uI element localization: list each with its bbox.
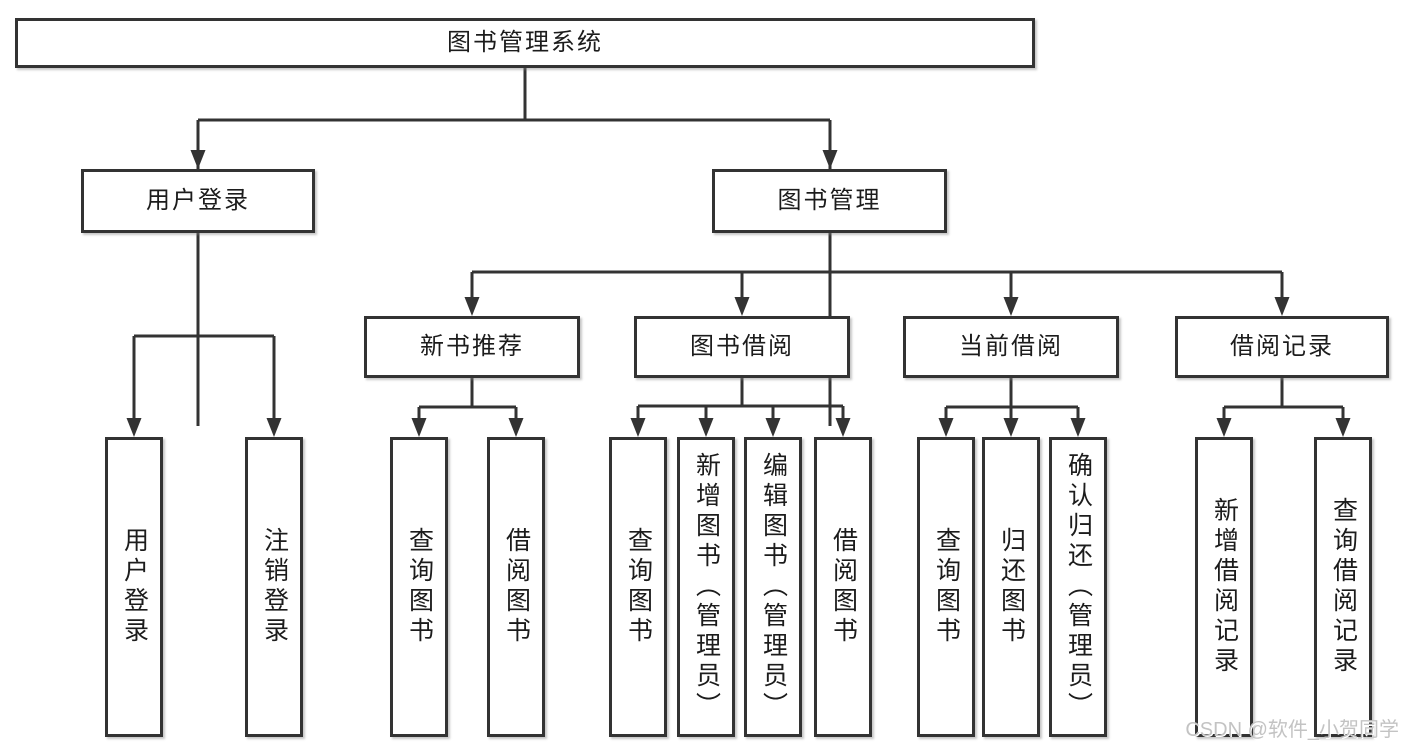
leaf-query-books: 查询图书 [390, 437, 448, 737]
leaf-label: 新增借阅记录 [1210, 497, 1239, 677]
leaf-label: 注销登录 [260, 527, 289, 647]
node-label: 用户登录 [146, 187, 250, 214]
leaf-label: 确认归还（管理员） [1064, 452, 1093, 722]
leaf-label: 查询借阅记录 [1329, 497, 1358, 677]
leaf-query-books: 查询图书 [609, 437, 667, 737]
csdn-watermark: CSDN @软件_小贺同学 [1185, 719, 1399, 741]
leaf-edit-books-admin: 编辑图书（管理员） [744, 437, 802, 737]
node-book-management: 图书管理 [712, 169, 947, 233]
leaf-label: 用户登录 [120, 527, 149, 647]
leaf-label: 查询图书 [405, 527, 434, 647]
node-label: 图书借阅 [690, 333, 794, 360]
node-library-management-system: 图书管理系统 [15, 18, 1035, 68]
leaf-label: 查询图书 [932, 527, 961, 647]
leaf-borrow-books: 借阅图书 [814, 437, 872, 737]
node-label: 当前借阅 [959, 333, 1063, 360]
node-new-book-recommendation: 新书推荐 [364, 316, 580, 378]
leaf-query-books: 查询图书 [917, 437, 975, 737]
connector-mgmt-to-level3 [470, 233, 1284, 305]
leaf-user-login: 用户登录 [105, 437, 163, 737]
node-label: 新书推荐 [420, 333, 524, 360]
node-label: 图书管理系统 [447, 29, 603, 56]
leaf-query-borrow-record: 查询借阅记录 [1314, 437, 1372, 737]
leaf-label: 借阅图书 [502, 527, 531, 647]
node-label: 借阅记录 [1230, 333, 1334, 360]
leaf-label: 借阅图书 [829, 527, 858, 647]
leaf-label: 归还图书 [997, 527, 1026, 647]
connector-login-to-leaves [132, 233, 276, 426]
leaf-add-borrow-record: 新增借阅记录 [1195, 437, 1253, 737]
node-book-borrowing: 图书借阅 [634, 316, 850, 378]
leaf-logout: 注销登录 [245, 437, 303, 737]
leaf-label: 查询图书 [624, 527, 653, 647]
node-user-login: 用户登录 [81, 169, 315, 233]
arrowheads [126, 150, 1351, 437]
node-borrowing-records: 借阅记录 [1175, 316, 1389, 378]
leaf-label: 新增图书（管理员） [692, 452, 721, 722]
connector-borrow-to-leaves [636, 378, 845, 426]
leaf-label: 编辑图书（管理员） [759, 452, 788, 722]
leaf-confirm-return-admin: 确认归还（管理员） [1049, 437, 1107, 737]
leaf-return-books: 归还图书 [982, 437, 1040, 737]
node-current-borrowing: 当前借阅 [903, 316, 1119, 378]
connector-records-to-leaves [1222, 378, 1345, 426]
leaf-add-books-admin: 新增图书（管理员） [677, 437, 735, 737]
node-label: 图书管理 [777, 187, 882, 214]
leaf-borrow-books: 借阅图书 [487, 437, 545, 737]
connector-recommend-to-leaves [417, 378, 518, 426]
